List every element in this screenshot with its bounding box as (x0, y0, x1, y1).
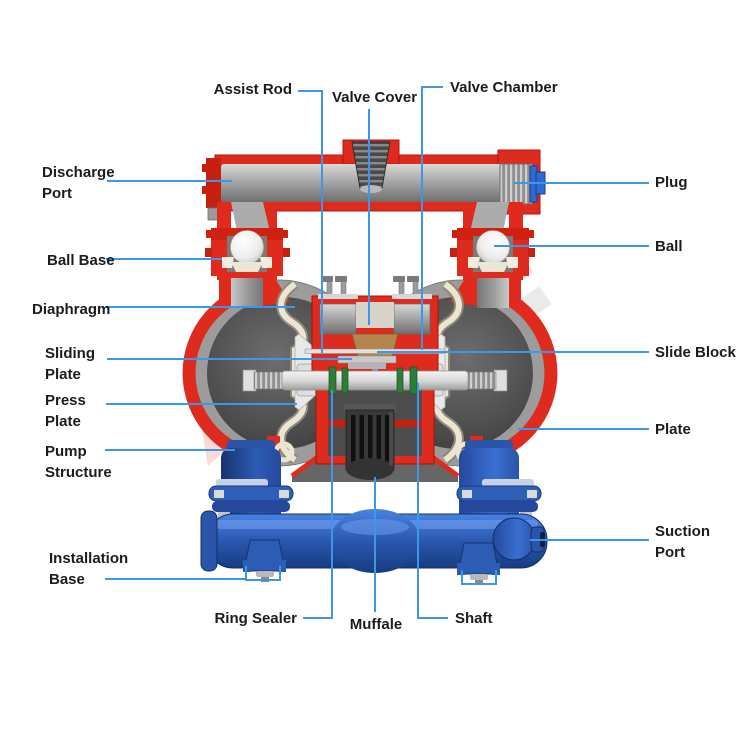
shaft-part (281, 370, 469, 391)
label-text: Sliding (45, 345, 95, 362)
top-manifold (202, 139, 546, 221)
label-slide-block: Slide Block (655, 342, 736, 363)
label-discharge-port: Discharge Port (42, 162, 115, 204)
label-text: Discharge (42, 164, 115, 181)
label-text: Plate (45, 413, 81, 430)
label-installation-base: Installation Base (49, 548, 128, 590)
label-text: Press (45, 392, 86, 409)
label-valve-chamber: Valve Chamber (450, 77, 558, 98)
label-assist-rod: Assist Rod (214, 79, 292, 100)
label-ball-base: Ball Base (47, 250, 115, 271)
label-text: Ring Sealer (214, 610, 297, 627)
bracket-left-foot (245, 566, 281, 581)
leader-ring-sealer (303, 390, 333, 619)
label-sliding-plate: Sliding Plate (45, 343, 95, 385)
label-muffale: Muffale (330, 614, 422, 635)
ball-left (230, 230, 264, 264)
label-text: Structure (45, 464, 112, 481)
label-press-plate: Press Plate (45, 390, 86, 432)
leader-shaft (417, 383, 448, 619)
label-pump-structure: Pump Structure (45, 441, 112, 483)
label-text: Plug (655, 174, 688, 191)
label-text: Port (655, 544, 685, 561)
label-text: Installation (49, 550, 129, 567)
label-text: Plate (655, 421, 691, 438)
top-threaded-port (351, 141, 391, 189)
label-text: Shaft (455, 610, 493, 627)
label-text: Pump (45, 443, 87, 460)
label-suction-port: Suction Port (655, 521, 710, 563)
label-text: Slide Block (655, 344, 736, 361)
label-text: Valve Chamber (450, 79, 558, 96)
muffler (344, 404, 396, 480)
label-text: Diaphragm (32, 301, 111, 318)
label-text: Ball (655, 238, 683, 255)
label-plug: Plug (655, 172, 688, 193)
label-text: Valve Cover (332, 89, 418, 106)
leader-lines (105, 86, 649, 619)
label-valve-cover: Valve Cover (332, 87, 418, 108)
label-text: Port (42, 185, 72, 202)
ring-sealer-part (328, 366, 337, 395)
ball-base-left (222, 257, 234, 268)
shaft-assembly (242, 366, 508, 395)
label-text: Base (49, 571, 85, 588)
bracket-right-foot (461, 570, 497, 585)
label-plate: Plate (655, 419, 691, 440)
label-ball: Ball (655, 236, 683, 257)
leader-assist-rod (298, 90, 323, 353)
label-text: Muffale (349, 616, 403, 633)
label-text: Plate (45, 366, 81, 383)
bottom-assembly (200, 436, 548, 585)
leader-valve-chamber (421, 86, 443, 350)
label-text: Assist Rod (213, 81, 292, 98)
right-valve-tower (450, 202, 535, 308)
label-shaft: Shaft (455, 608, 493, 629)
left-valve-tower (205, 202, 290, 308)
label-text: Suction (655, 523, 710, 540)
label-diaphragm: Diaphragm (32, 299, 110, 320)
label-ring-sealer: Ring Sealer (214, 608, 297, 629)
label-text: Ball Base (47, 252, 115, 269)
